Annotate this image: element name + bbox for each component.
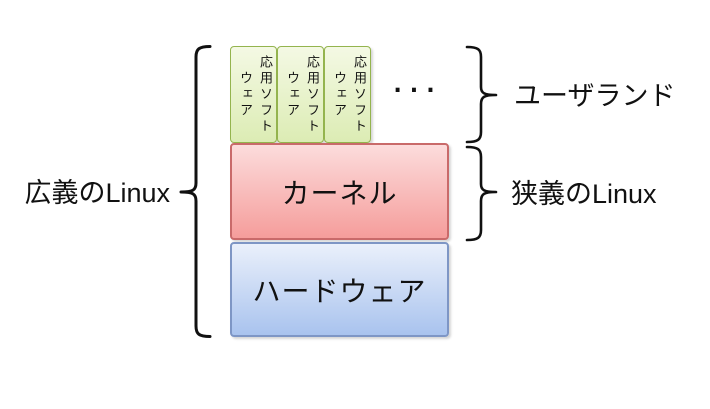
hardware-label: ハードウェア xyxy=(252,275,427,307)
narrow-linux-right-brace xyxy=(465,145,498,242)
userland-label: ユーザランド xyxy=(514,81,676,111)
kernel-label: カーネル xyxy=(281,177,398,209)
broad-linux-label: 広義のLinux xyxy=(24,178,170,208)
app-box-text-line2: ウェア xyxy=(332,70,347,119)
application-software-box: 応用ソフト ウェア xyxy=(277,46,324,143)
app-box-text-line1: 応用ソフト xyxy=(352,54,367,135)
app-box-text-line1: 応用ソフト xyxy=(305,54,320,135)
hardware-box: ハードウェア xyxy=(230,242,449,337)
app-box-text-line2: ウェア xyxy=(285,70,300,119)
narrow-linux-label: 狭義のLinux xyxy=(511,179,657,209)
app-box-text-line2: ウェア xyxy=(238,70,253,119)
application-software-box: 応用ソフト ウェア xyxy=(324,46,371,143)
userland-right-brace xyxy=(465,45,498,144)
application-boxes-row: 応用ソフト ウェア 応用ソフト ウェア 応用ソフト ウェア xyxy=(230,46,371,143)
app-box-text-line1: 応用ソフト xyxy=(258,54,273,135)
kernel-box: カーネル xyxy=(230,143,449,240)
more-apps-ellipsis: ... xyxy=(390,70,440,98)
broad-linux-left-brace xyxy=(179,45,212,338)
application-software-box: 応用ソフト ウェア xyxy=(230,46,277,143)
